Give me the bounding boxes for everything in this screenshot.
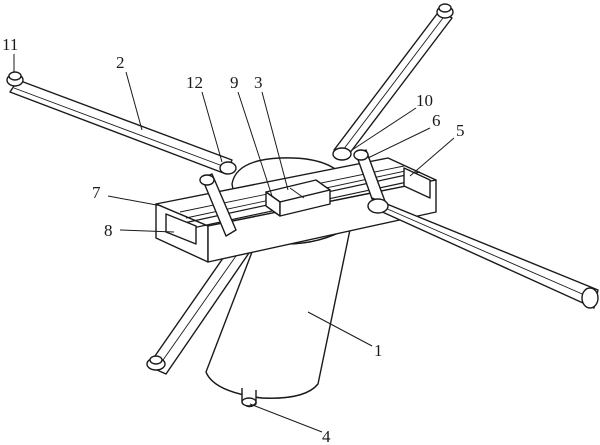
cone-body	[205, 219, 353, 399]
label-12: 12	[186, 73, 203, 92]
link-bar-left	[199, 173, 237, 237]
arm-joint-back-right	[332, 147, 352, 161]
label-2: 2	[116, 53, 125, 72]
label-10: 10	[416, 91, 433, 110]
label-11: 11	[2, 35, 18, 54]
label-9: 9	[230, 73, 239, 92]
label-5: 5	[456, 121, 465, 140]
sliding-block	[265, 179, 331, 217]
arm-joint-back-left	[219, 161, 237, 175]
label-6: 6	[432, 111, 441, 130]
label-3: 3	[254, 73, 263, 92]
arm-joint-front-right	[367, 198, 389, 214]
label-7: 7	[92, 183, 101, 202]
label-8: 8	[104, 221, 113, 240]
bottom-shaft	[241, 388, 257, 408]
label-4: 4	[322, 427, 331, 445]
label-1: 1	[374, 341, 383, 360]
part-labels: 11 2 12 9 3 10 6 5 7 8 1 4	[2, 35, 465, 445]
arm-end-pin-right	[581, 287, 599, 309]
leader-lines	[13, 54, 455, 433]
arm-front-right	[367, 197, 599, 309]
arm-back-right	[332, 3, 454, 161]
arm-back-left	[6, 71, 237, 175]
